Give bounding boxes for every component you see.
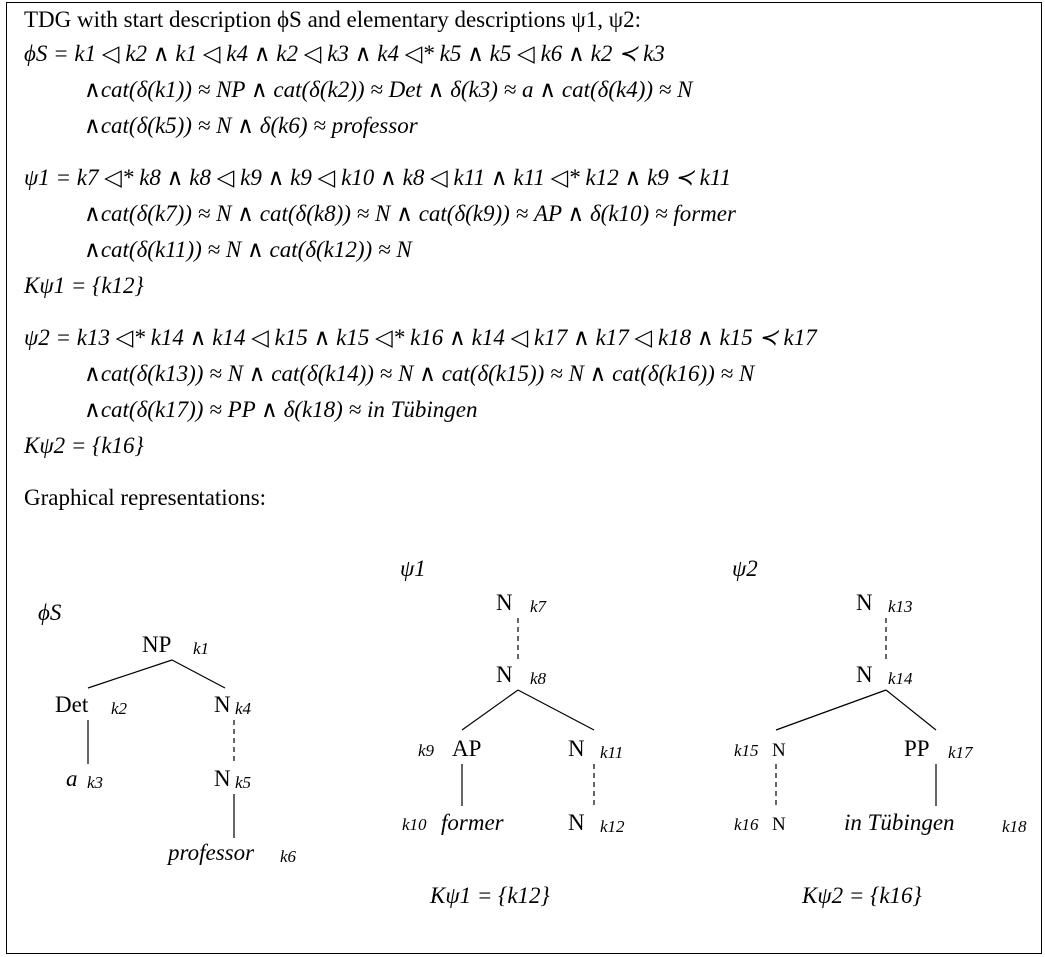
- node-pp-key: k17: [948, 743, 974, 762]
- node-a-cat: a: [66, 766, 78, 791]
- node-n-k11-cat: N: [568, 736, 585, 761]
- tree-psi-2: ψ2 N k13 N k14 k15 N PP k17 k16 N in Tüb…: [732, 556, 1027, 908]
- node-n-k13-cat: N: [856, 590, 873, 615]
- psi-1-line-3: ∧cat(δ(k11)) ≈ N ∧ cat(δ(k12)) ≈ N: [84, 237, 412, 262]
- node-det-cat: Det: [55, 692, 89, 717]
- node-former-cat: former: [441, 810, 505, 835]
- edge-k8-k9: [461, 689, 519, 731]
- node-n-k12-key: k12: [600, 817, 625, 836]
- node-n-k8-cat: N: [496, 662, 513, 687]
- node-n-k5-cat: N: [214, 766, 231, 791]
- intro-line: TDG with start description ϕS and elemen…: [24, 7, 642, 32]
- node-n-k8-key: k8: [530, 669, 547, 688]
- psi-2-line-1: ψ2 = k13 ◁* k14 ∧ k14 ◁ k15 ∧ k15 ◁* k16…: [24, 325, 817, 350]
- node-n-k4-cat: N: [214, 692, 231, 717]
- k-psi-2-caption: Kψ2 = {k16}: [801, 883, 922, 908]
- node-in-tubingen-cat: in Tübingen: [844, 810, 955, 835]
- node-np-cat: NP: [142, 632, 171, 657]
- k-psi-1-caption: Kψ1 = {k12}: [429, 883, 550, 908]
- psi-1-line-2: ∧cat(δ(k7)) ≈ N ∧ cat(δ(k8)) ≈ N ∧ cat(δ…: [84, 201, 736, 226]
- node-in-tubingen-key: k18: [1002, 817, 1027, 836]
- node-n-k14-cat: N: [856, 662, 873, 687]
- node-n-k11-key: k11: [600, 743, 623, 762]
- node-n-k16-cat: N: [772, 814, 786, 835]
- phi-s-line-3: ∧cat(δ(k5)) ≈ N ∧ δ(k6) ≈ professor: [84, 113, 418, 138]
- node-n-k13-key: k13: [888, 597, 913, 616]
- node-n-k4-key: k4: [235, 699, 252, 718]
- node-a-key: k3: [87, 773, 103, 792]
- edge-np-det: [87, 659, 173, 689]
- psi-2-line-2: ∧cat(δ(k13)) ≈ N ∧ cat(δ(k14)) ≈ N ∧ cat…: [84, 361, 755, 386]
- node-ap-key: k9: [418, 741, 435, 760]
- figure-frame: [6, 2, 1042, 954]
- node-pp-cat: PP: [904, 736, 930, 761]
- tree-phi-s: ϕS NP k1 Det k2 N k4 a k3 N k5 professor…: [38, 600, 297, 866]
- edge-k14-k15: [775, 689, 887, 731]
- node-det-key: k2: [111, 699, 128, 718]
- k-psi-1-line: Kψ1 = {k12}: [24, 273, 144, 298]
- node-np-key: k1: [193, 639, 209, 658]
- node-former-key: k10: [402, 815, 427, 834]
- node-n-k15-cat: N: [772, 740, 786, 761]
- node-n-k12-cat: N: [568, 810, 585, 835]
- edge-k8-k11: [517, 689, 595, 731]
- phi-s-line-2: ∧cat(δ(k1)) ≈ NP ∧ cat(δ(k2)) ≈ Det ∧ δ(…: [84, 77, 693, 102]
- edge-np-n: [171, 659, 226, 689]
- psi-2-line-3: ∧cat(δ(k17)) ≈ PP ∧ δ(k18) ≈ in Tübingen: [84, 397, 478, 422]
- node-n-k15-key: k15: [734, 741, 759, 760]
- node-professor-cat: professor: [166, 840, 255, 865]
- k-psi-2-line: Kψ2 = {k16}: [24, 433, 144, 458]
- node-n-k14-key: k14: [888, 669, 913, 688]
- node-n-k7-cat: N: [496, 590, 513, 615]
- graphical-heading: Graphical representations:: [24, 485, 267, 510]
- node-n-k16-key: k16: [734, 815, 759, 834]
- phi-s-line-1: ϕS = k1 ◁ k2 ∧ k1 ◁ k4 ∧ k2 ◁ k3 ∧ k4 ◁*…: [24, 41, 665, 66]
- node-professor-key: k6: [280, 847, 297, 866]
- psi-1-line-1: ψ1 = k7 ◁* k8 ∧ k8 ◁ k9 ∧ k9 ◁ k10 ∧ k8 …: [24, 165, 732, 190]
- node-n-k7-key: k7: [530, 597, 548, 616]
- node-n-k5-key: k5: [235, 773, 251, 792]
- node-ap-cat: AP: [452, 736, 481, 761]
- edge-k14-k17: [885, 689, 937, 731]
- tree-psi-2-label: ψ2: [732, 556, 758, 581]
- tree-psi-1: ψ1 N k7 N k8 k9 AP N k11 k10 former N k1…: [400, 556, 625, 908]
- tree-phi-s-label: ϕS: [38, 600, 62, 625]
- tree-psi-1-label: ψ1: [400, 556, 426, 581]
